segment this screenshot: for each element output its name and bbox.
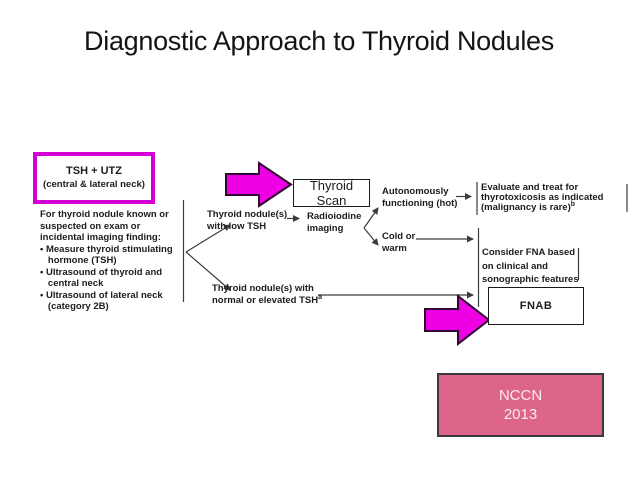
evaluate-treat-text: Evaluate and treat for thyrotoxicosis as… [481, 183, 603, 213]
footnote-a: a [318, 293, 323, 301]
fnab-label: FNAB [519, 300, 553, 312]
connector-scan-branch-cold [363, 227, 379, 246]
thyroid-scan-box: Thyroid Scan [293, 178, 370, 208]
normal-elevated-tsh-label: Thyroid nodule(s) with normal or elevate… [212, 283, 322, 306]
intro-criteria-text: For thyroid nodule known or suspected on… [40, 209, 173, 312]
thyroid-scan-label: Thyroid Scan [309, 178, 354, 208]
consider-fna-text: Consider FNA based on clinical and sonog… [482, 247, 579, 285]
autonomous-hot-label: Autonomously functioning (hot) [382, 186, 458, 209]
nccn-line2: 2013 [503, 406, 538, 423]
evaluate-line1: Evaluate and treat for [481, 182, 579, 193]
radioiodine-imaging-label: Radioiodine imaging [307, 211, 362, 234]
magenta-highlight-arrow-fnab [424, 293, 491, 347]
fnab-box: FNAB [488, 287, 584, 325]
evaluate-line2: thyrotoxicosis as indicated [481, 192, 604, 203]
low-tsh-label: Thyroid nodule(s) with low TSH [207, 209, 288, 232]
tsh-utz-line1: TSH + UTZ [66, 165, 122, 177]
tsh-utz-box: TSH + UTZ (central & lateral neck) [33, 152, 155, 204]
footnote-b: b [570, 200, 576, 208]
tsh-utz-line2: (central & lateral neck) [43, 179, 145, 190]
connector-branch-down [185, 251, 231, 291]
connector-scan-branch-hot [363, 207, 379, 229]
cold-warm-label: Cold or warm [382, 231, 416, 254]
nccn-line1: NCCN [498, 387, 543, 404]
normal-tsh-line2: normal or elevated TSH [212, 294, 319, 306]
nccn-source-badge: NCCN 2013 [437, 373, 604, 437]
connector-branch-up [185, 224, 231, 253]
slide-title: Diagnostic Approach to Thyroid Nodules [84, 26, 554, 56]
evaluate-line3: (malignancy is rare) [481, 202, 571, 213]
magenta-highlight-arrow-scan [225, 161, 293, 208]
normal-tsh-line1: Thyroid nodule(s) with [212, 283, 314, 294]
